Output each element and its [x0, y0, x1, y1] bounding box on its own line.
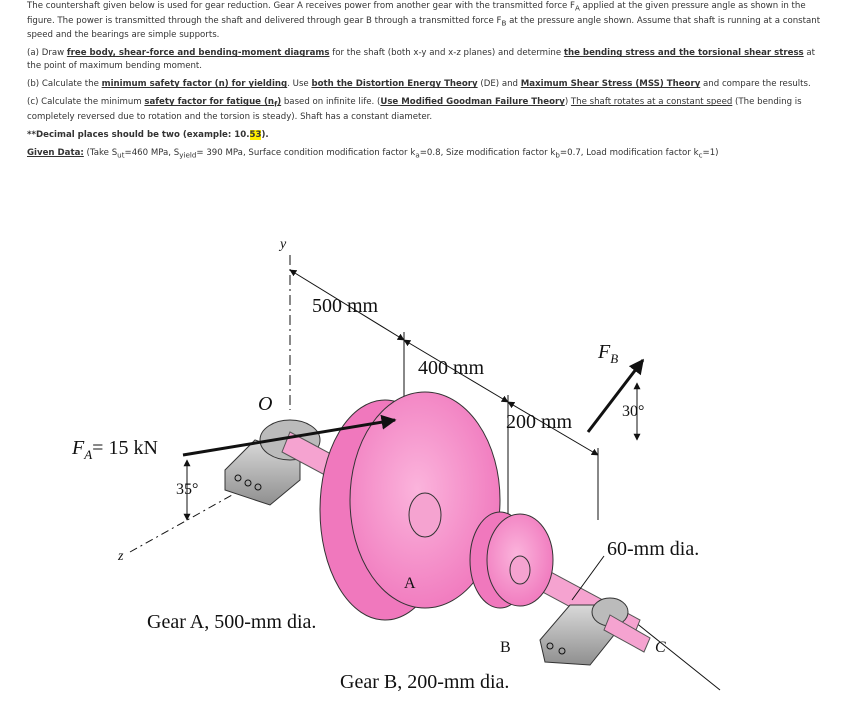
bearing-c	[539, 597, 629, 666]
gear-b	[469, 511, 554, 609]
part-b-emph-3: Maximum Shear Stress (MSS) Theory	[520, 79, 701, 90]
given-data: Given Data: (Take Sut=460 MPa, Syield= 3…	[27, 147, 827, 162]
force-b-label: FB	[597, 341, 618, 366]
dim-200-label: 200 mm	[506, 411, 573, 433]
axis-z-label: z	[117, 549, 124, 564]
part-c-emph-1: safety factor for fatigue (nf)	[144, 97, 282, 110]
part-a-prefix: (a) Draw	[27, 48, 67, 59]
intro-sub-a: A	[575, 3, 580, 13]
force-a-label: FA= 15 kN	[71, 437, 158, 462]
part-a-emph-2: the bending stress and the torsional she…	[563, 48, 804, 59]
given-label: Given Data:	[27, 148, 84, 159]
force-a-symbol: F	[71, 437, 85, 459]
given-sub-c: c	[698, 150, 703, 160]
given-t4: =0.8, Size modification factor k	[419, 148, 556, 159]
decimal-note: **Decimal places should be two (example:…	[27, 129, 827, 142]
part-a-end: at the point of maximum bending moment.	[27, 48, 816, 72]
given-sub-a: a	[415, 150, 420, 160]
part-c-mid2: )	[564, 97, 571, 108]
given-t1: (Take S	[83, 148, 118, 159]
intro-text-1: The countershaft given below is used for…	[27, 1, 576, 11]
axis-y-label: y	[278, 237, 287, 252]
dim-200-line	[507, 401, 599, 456]
part-b-prefix: (b) Calculate the	[27, 79, 102, 90]
part-c-emph-1-end: )	[277, 97, 282, 108]
part-b-emph-1: minimum safety factor (n) for yielding	[101, 79, 288, 90]
intro-text-3: at the pressure angle shown. Assume that…	[27, 15, 821, 41]
given-t3: = 390 MPa, Surface condition modificatio…	[196, 148, 416, 159]
intro-sub-b: B	[501, 18, 507, 28]
label-a: A	[404, 575, 416, 592]
force-a-arrow	[182, 414, 397, 457]
part-b-mid2: (DE) and	[477, 79, 521, 90]
part-b-emph-2: both the Distortion Energy Theory	[311, 79, 478, 90]
dim-500-label: 500 mm	[312, 295, 379, 317]
part-a-emph-1: free body, shear-force and bending-momen…	[66, 48, 330, 59]
given-sub-ut: ut	[117, 150, 125, 160]
gear-a	[319, 391, 501, 621]
shaft-dia-leader	[571, 555, 605, 601]
part-a-mid: for the shaft (both x-y and x-z planes) …	[329, 48, 564, 59]
problem-statement: The countershaft given below is used for…	[27, 0, 827, 162]
z-axis-line	[129, 484, 251, 553]
force-a-subscript: A	[83, 447, 92, 462]
label-c: C	[655, 639, 666, 656]
countershaft-figure: y O z 500 mm 400 mm 200 mm A B	[71, 237, 721, 693]
part-c-emph-3: The shaft rotates at a constant speed	[570, 97, 733, 108]
part-c-emph-2: Use Modified Goodman Failure Theory	[380, 97, 565, 108]
given-sub-yield: yield	[179, 150, 197, 160]
force-a-value: = 15 kN	[92, 437, 158, 459]
part-b-mid: . Use	[287, 79, 312, 90]
decimal-prefix: **Decimal places should be two (example:…	[27, 130, 250, 141]
force-b-arrow	[586, 358, 645, 433]
force-b-symbol: F	[597, 341, 611, 363]
part-c-end: (The bending is completely reversed due …	[27, 97, 802, 123]
part-b: (b) Calculate the minimum safety factor …	[27, 78, 827, 91]
gear-a-caption: Gear A, 500-mm dia.	[147, 611, 316, 633]
intro-text-2: applied at the given pressure angle as s…	[27, 1, 806, 26]
gear-b-caption: Gear B, 200-mm dia.	[340, 671, 509, 693]
force-b-subscript: B	[610, 351, 618, 366]
label-b: B	[500, 639, 511, 656]
given-sub-b: b	[555, 150, 560, 160]
given-t5: =0.7, Load modification factor k	[559, 148, 699, 159]
part-a: (a) Draw free body, shear-force and bend…	[27, 47, 827, 73]
part-c-mid: based on infinite life. (	[281, 97, 381, 108]
angle-a-label: 35°	[176, 481, 198, 498]
dim-400-line	[403, 339, 509, 403]
part-b-end: and compare the results.	[700, 79, 811, 90]
shaft-end	[603, 614, 651, 653]
origin-label: O	[258, 393, 272, 415]
dim-400-label: 400 mm	[418, 357, 485, 379]
problem-intro: The countershaft given below is used for…	[27, 0, 827, 42]
given-t6: =1)	[702, 148, 719, 159]
dim-500-line	[289, 269, 405, 341]
angle-b-label: 30°	[622, 403, 644, 420]
given-t2: =460 MPa, S	[124, 148, 180, 159]
part-c-emph-1-text: safety factor for fatigue (n	[144, 97, 275, 108]
shaft-dia-label: 60-mm dia.	[607, 538, 699, 560]
part-c: (c) Calculate the minimum safety factor …	[27, 96, 827, 124]
part-c-emph-1-sub: f	[274, 100, 278, 110]
decimal-highlight: 53	[249, 130, 262, 141]
part-c-prefix: (c) Calculate the minimum	[27, 97, 145, 108]
decimal-end: ).	[261, 130, 269, 141]
